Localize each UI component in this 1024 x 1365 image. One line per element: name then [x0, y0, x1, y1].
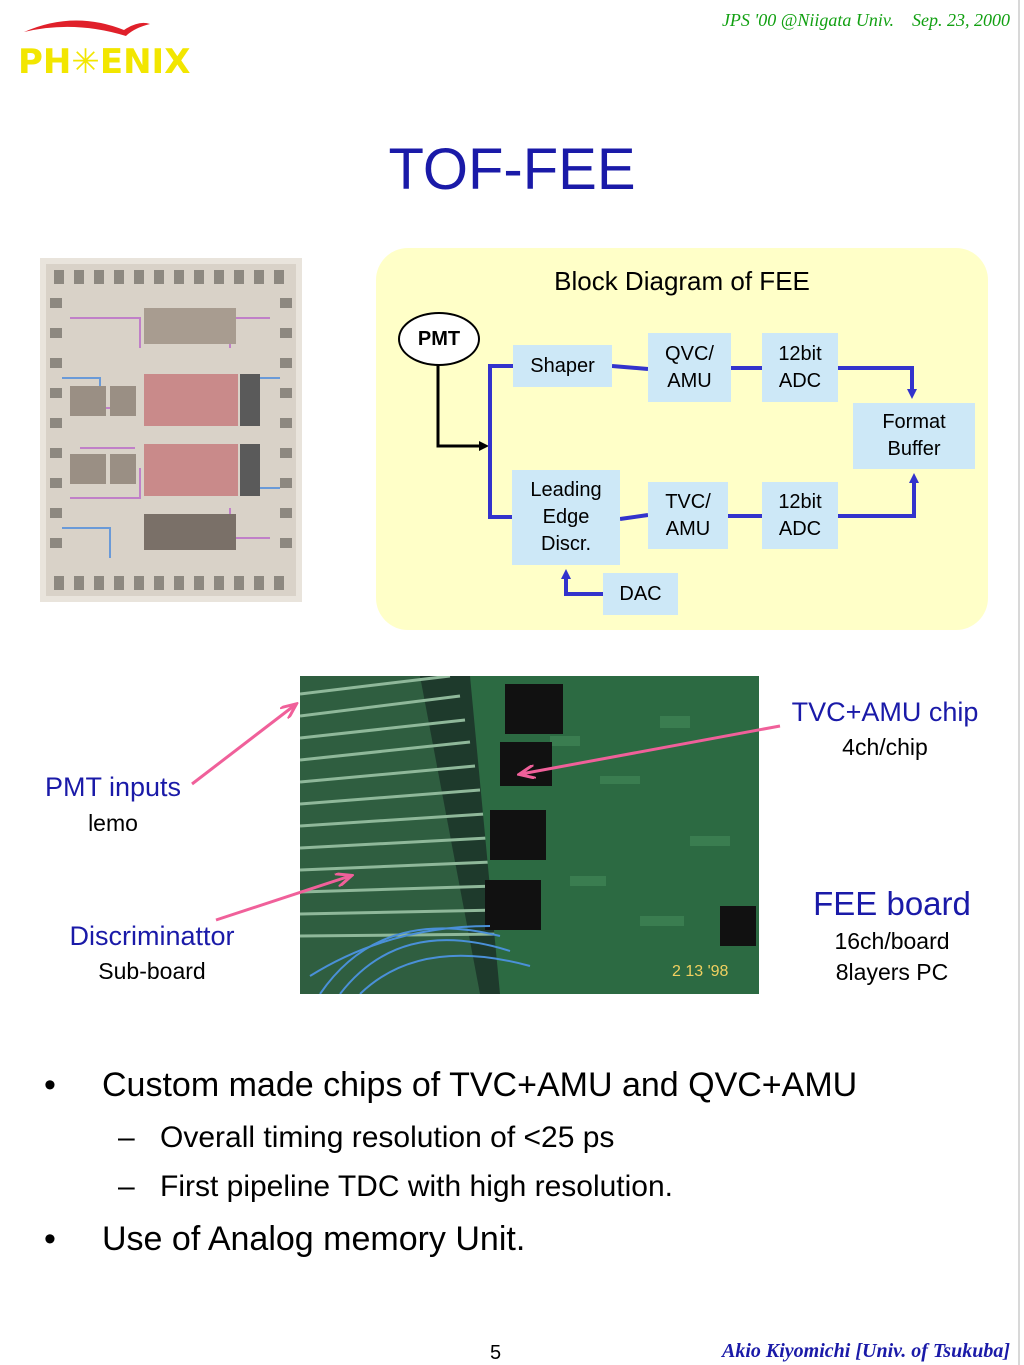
bullet-text: Use of Analog memory Unit.: [102, 1220, 526, 1258]
sub-bullet-text: Overall timing resolution of <25 ps: [160, 1121, 615, 1154]
block-diagram-title: Block Diagram of FEE: [554, 266, 810, 296]
bullet-marker: •: [44, 1220, 56, 1258]
die-memory-arrays: [144, 308, 260, 550]
header-conference-date: JPS '00 @Niigata Univ. Sep. 23, 2000: [722, 10, 1010, 31]
sub-bullet-text: First pipeline TDC with high resolution.: [160, 1170, 674, 1203]
adc-bottom-block: 12bit ADC: [762, 482, 838, 549]
bullet-marker: •: [44, 1066, 56, 1104]
pmt-inputs-sublabel: lemo: [88, 810, 138, 836]
logo-text: PH✳ENIX: [18, 42, 191, 82]
bullet-item: • Custom made chips of TVC+AMU and QVC+AM…: [44, 1066, 857, 1105]
pmt-inputs-label: PMT inputs: [44, 772, 182, 802]
page-number: 5: [490, 1342, 502, 1364]
dac-block: DAC: [603, 573, 678, 615]
fee-board-photo: 2 13 '98: [300, 676, 759, 994]
pmt-inputs-arrow: [191, 705, 295, 786]
header-date: Sep. 23, 2000: [912, 10, 1010, 30]
fee-board-label: FEE board: [813, 885, 971, 922]
page-title: TOF-FEE: [388, 137, 636, 202]
sub-bullet-item: –First pipeline TDC with high resolution…: [118, 1170, 673, 1204]
fee-board-sublabel-channels: 16ch/board: [834, 928, 950, 954]
die-bond-pads: [50, 270, 292, 590]
discriminator-label: Discriminattor: [69, 921, 235, 951]
bullet-text: Custom made chips of TVC+AMU and QVC+AMU: [102, 1066, 858, 1104]
tvc-chip-label: TVC+AMU chip: [791, 697, 979, 727]
bullet-item: • Use of Analog memory Unit.: [44, 1220, 525, 1259]
footer-author: Akio Kiyomichi [Univ. of Tsukuba]: [722, 1340, 1010, 1362]
asic-die-photo: [40, 258, 302, 602]
die-analog-blocks: [70, 386, 136, 484]
sub-bullet-marker: –: [118, 1170, 135, 1203]
tvc-amu-block: TVC/ AMU: [648, 482, 728, 549]
leading-edge-discr-block: Leading Edge Discr.: [512, 470, 620, 565]
qvc-amu-block: QVC/ AMU: [648, 333, 731, 402]
logo-swoosh-icon: [24, 20, 150, 36]
board-date-stamp: 2 13 '98: [672, 963, 729, 980]
sub-bullet-marker: –: [118, 1121, 135, 1154]
sub-bullet-item: –Overall timing resolution of <25 ps: [118, 1121, 614, 1155]
shaper-block: Shaper: [513, 345, 612, 387]
phenix-logo: PH✳ENIX: [14, 14, 204, 84]
fee-board-sublabel-layers: 8layers PC: [835, 959, 949, 985]
tvc-chip-sublabel: 4ch/chip: [842, 734, 928, 760]
adc-top-block: 12bit ADC: [762, 333, 838, 402]
board-cables: [309, 925, 531, 994]
discriminator-sublabel: Sub-board: [98, 958, 206, 984]
pmt-node: PMT: [398, 312, 480, 366]
format-buffer-block: Format Buffer: [853, 403, 975, 469]
header-conference: JPS '00 @Niigata Univ.: [721, 10, 894, 30]
slide-edge-divider: [1018, 0, 1020, 1365]
